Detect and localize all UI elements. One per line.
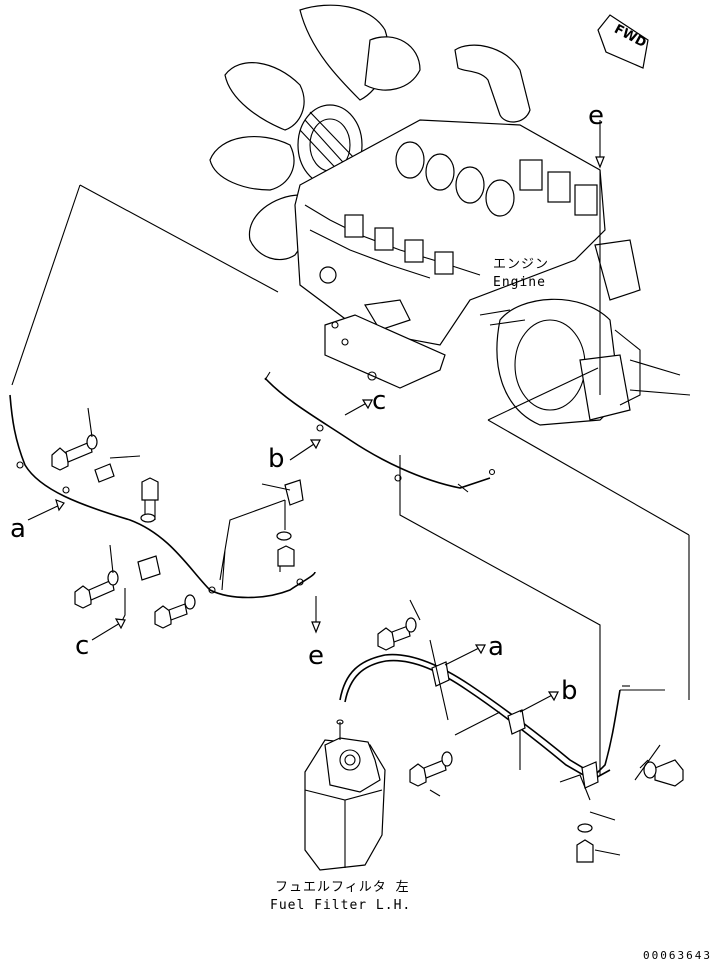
injector-row — [395, 141, 598, 217]
callout-b-right: b — [561, 676, 578, 706]
callout-c-top: c — [372, 386, 387, 416]
document-number: 00063643 — [643, 949, 712, 962]
fuel-tube-c — [264, 371, 496, 493]
fwd-arrow-icon — [597, 14, 649, 69]
callout-a-left: a — [10, 514, 26, 544]
engine-label-jp: エンジン — [493, 257, 550, 272]
fuel-tube-a-left — [9, 394, 316, 599]
engine-label-en: Engine — [493, 275, 546, 290]
bolt-set-left — [51, 407, 295, 629]
callout-e-top: e — [588, 101, 604, 131]
callout-c-left: c — [75, 631, 90, 661]
fuel-filter-label-jp: フュエルフィルタ 左 — [275, 880, 410, 895]
leader-line-center — [399, 455, 601, 775]
fuel-filter — [304, 719, 386, 871]
fuel-filter-label-en: Fuel Filter L.H. — [270, 898, 412, 913]
callout-e-bottom: e — [308, 641, 324, 671]
engine-assembly — [11, 4, 691, 536]
callout-b-center: b — [268, 444, 285, 474]
callout-arrows-right — [444, 644, 559, 713]
callout-arrows-left — [27, 120, 605, 641]
fuel-tube-lower — [339, 599, 684, 863]
callout-a-right: a — [488, 632, 504, 662]
cooling-fan — [209, 4, 421, 261]
